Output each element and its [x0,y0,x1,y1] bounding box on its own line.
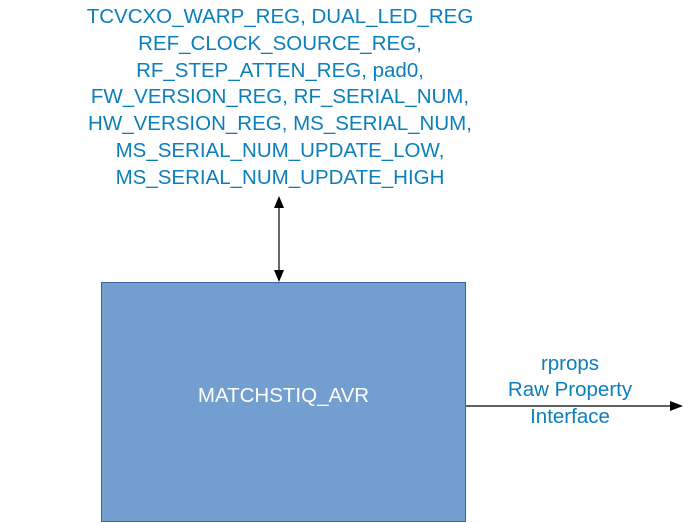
register-list-line: HW_VERSION_REG, MS_SERIAL_NUM, [88,112,472,136]
output-name: rprops [540,352,600,375]
register-list: TCVCXO_WARP_REG, DUAL_LED_REG REF_CLOCK_… [0,4,560,192]
bidirectional-arrow [274,196,284,282]
output-description-line1: Raw Property [507,378,633,402]
register-list-line: FW_VERSION_REG, RF_SERIAL_NUM, [90,85,470,109]
register-list-line: MS_SERIAL_NUM_UPDATE_LOW, [115,138,445,162]
register-list-line: RF_STEP_ATTEN_REG, pad0, [136,58,424,82]
register-list-line: MS_SERIAL_NUM_UPDATE_HIGH [115,165,445,189]
block-label: MATCHSTIQ_AVR [197,384,370,407]
register-list-line: TCVCXO_WARP_REG, DUAL_LED_REG [86,5,474,28]
output-label: rprops Raw Property Interface [490,351,650,430]
register-list-line: REF_CLOCK_SOURCE_REG, [138,31,422,55]
output-arrow [465,401,683,411]
matchstiq-avr-block: MATCHSTIQ_AVR [101,282,466,522]
output-description-line2: Interface [530,404,610,428]
